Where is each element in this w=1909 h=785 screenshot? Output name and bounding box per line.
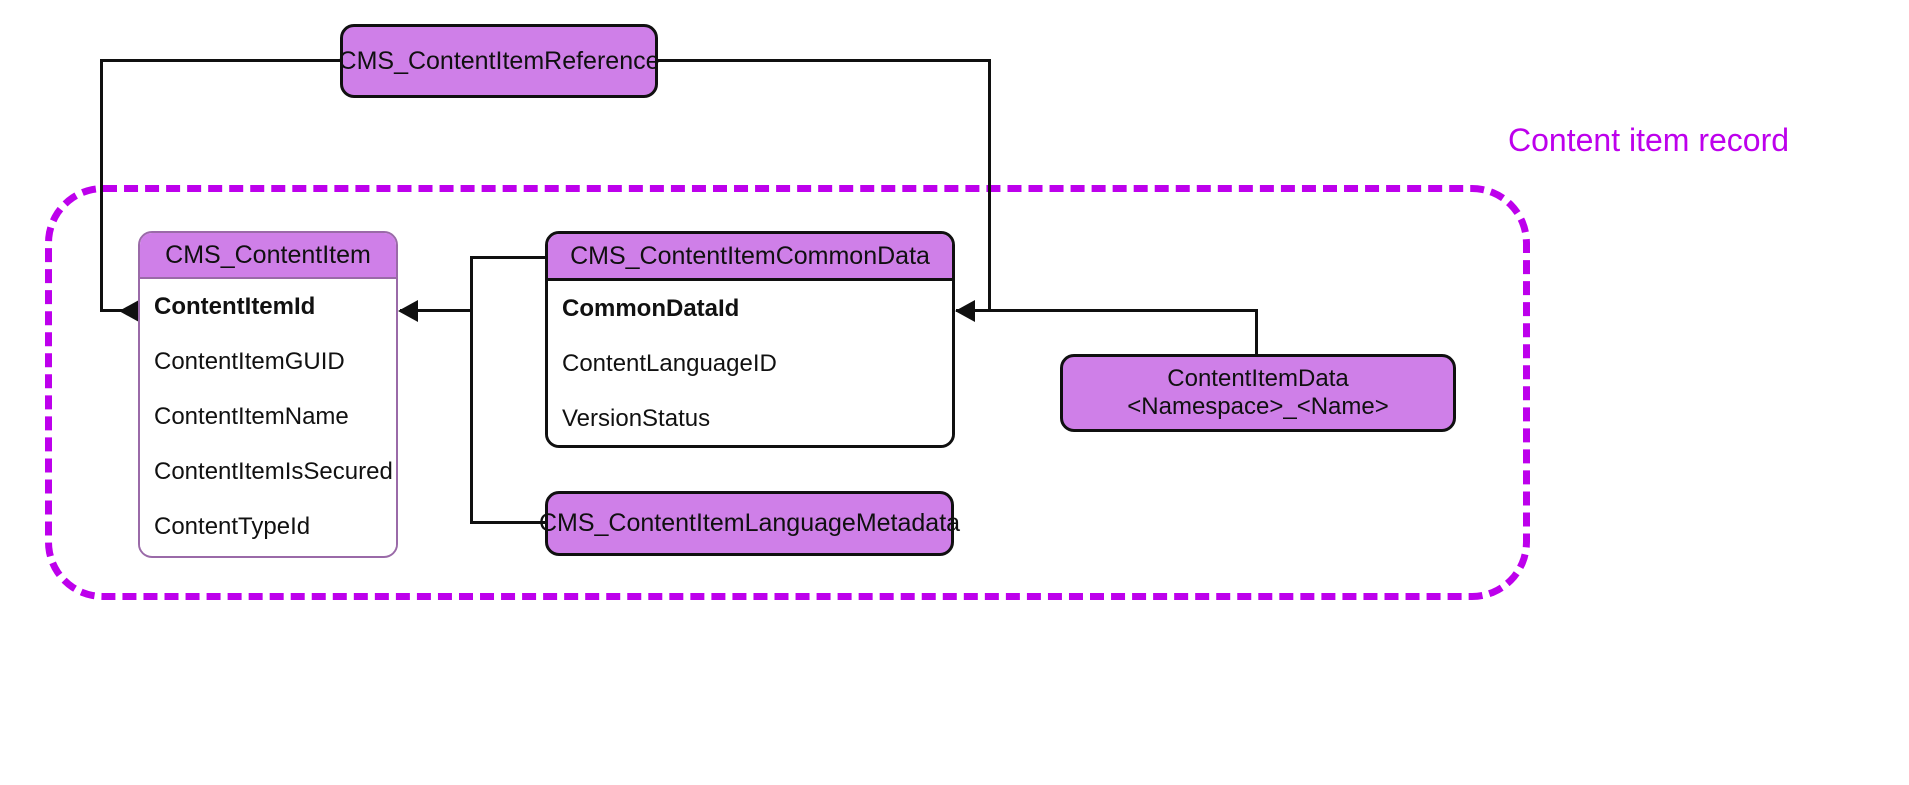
field-contentitemid: ContentItemId (140, 279, 396, 334)
wire-reference-left-drop (100, 59, 103, 312)
field-label: ContentLanguageID (562, 349, 777, 377)
field-commondataid: CommonDataId (548, 281, 952, 336)
wire-reference-right-drop (988, 59, 991, 312)
content-item-record-boundary (45, 185, 1530, 600)
wire-reference-right-stub (658, 59, 991, 62)
field-contentitemissecured: ContentItemIsSecured (140, 444, 396, 499)
arrowhead-contentitem-from-reference (119, 300, 139, 322)
content-item-record-label: Content item record (1508, 122, 1790, 158)
wire-langmeta-stub (470, 521, 548, 524)
wire-itemdata-riser (1255, 309, 1258, 357)
node-cms-contentitemlanguagemetadata[interactable]: CMS_ContentItemLanguageMetadata (539, 491, 960, 556)
node-cms-contentitemlanguagemetadata-label: CMS_ContentItemLanguageMetadata (538, 509, 961, 538)
field-label: ContentItemId (154, 292, 316, 320)
field-label: CommonDataId (562, 294, 740, 322)
node-contentitemdata-line1: ContentItemData (1167, 365, 1349, 393)
node-cms-contentitemreference-label: CMS_ContentItemReference (338, 46, 660, 75)
field-label: ContentItemIsSecured (154, 457, 393, 485)
table-cms-contentitemcommondata-title: CMS_ContentItemCommonData (570, 241, 930, 270)
node-cms-contentitemreference[interactable]: CMS_ContentItemReference (338, 24, 660, 98)
field-contenttypeid: ContentTypeId (140, 499, 396, 554)
field-contentitemname: ContentItemName (140, 389, 396, 444)
field-versionstatus: VersionStatus (548, 391, 952, 445)
wire-itemdata-to-commondata (956, 309, 1257, 312)
table-cms-contentitem-body: ContentItemId ContentItemGUID ContentIte… (140, 279, 396, 554)
field-label: ContentTypeId (154, 512, 311, 540)
field-contentlanguageid: ContentLanguageID (548, 336, 952, 391)
table-cms-contentitemcommondata-header: CMS_ContentItemCommonData (548, 234, 952, 281)
table-cms-contentitem[interactable]: CMS_ContentItem ContentItemId ContentIte… (138, 231, 398, 558)
node-contentitemdata-line2: <Namespace>_<Name> (1127, 393, 1389, 420)
wire-commondata-to-contentitem (400, 309, 472, 312)
wire-commondata-elbow (470, 256, 473, 311)
wire-commondata-top-stub (470, 256, 548, 259)
node-contentitemdata-text: ContentItemData <Namespace>_<Name> (1127, 365, 1389, 420)
node-contentitemdata[interactable]: ContentItemData <Namespace>_<Name> (1060, 354, 1456, 432)
wire-reference-left-stub (100, 59, 342, 62)
wire-langmeta-riser (470, 309, 473, 524)
arrowhead-contentitem-from-commondata (398, 300, 418, 322)
table-cms-contentitemcommondata-body: CommonDataId ContentLanguageID VersionSt… (548, 281, 952, 445)
field-contentitemguid: ContentItemGUID (140, 334, 396, 389)
table-cms-contentitemcommondata[interactable]: CMS_ContentItemCommonData CommonDataId C… (545, 231, 955, 448)
field-label: ContentItemName (154, 402, 349, 430)
field-label: ContentItemGUID (154, 347, 345, 375)
table-cms-contentitem-title: CMS_ContentItem (165, 240, 371, 269)
arrowhead-commondata-from-right (955, 300, 975, 322)
table-cms-contentitem-header: CMS_ContentItem (140, 233, 396, 279)
field-label: VersionStatus (562, 404, 711, 432)
